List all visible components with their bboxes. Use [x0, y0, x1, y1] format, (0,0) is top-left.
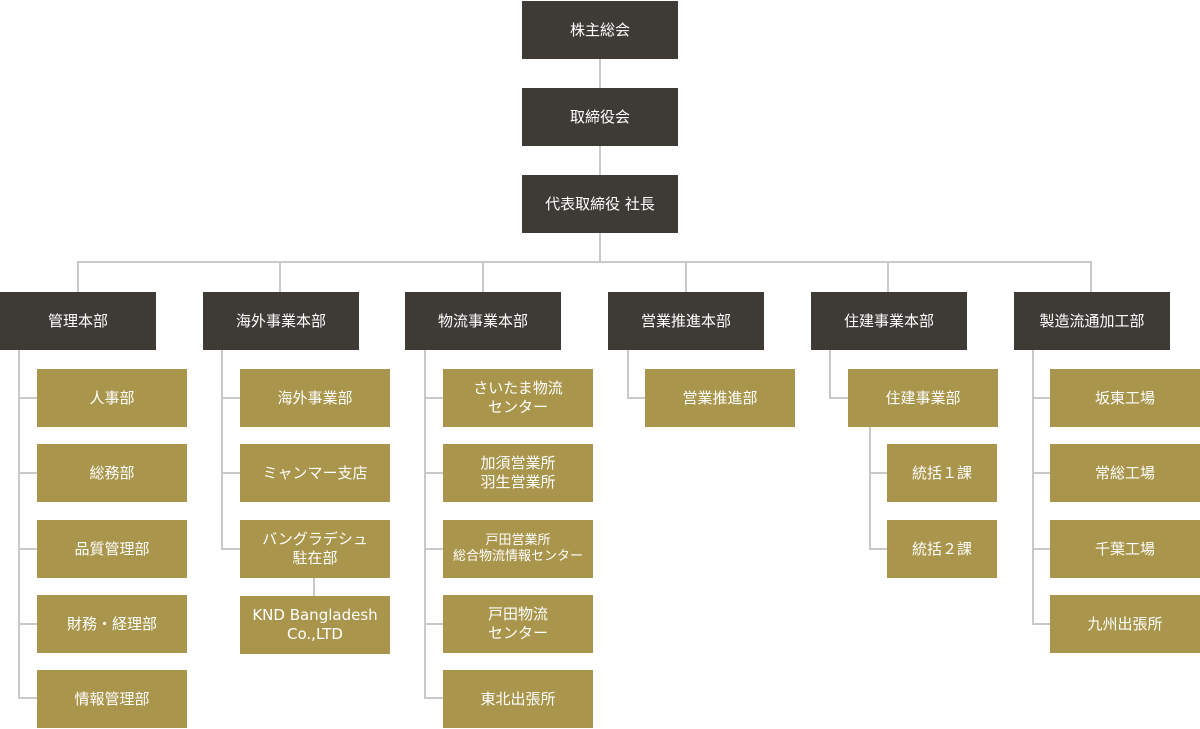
unit-saitama-logistics-center: さいたま物流 センター [443, 369, 593, 427]
unit-quality-control: 品質管理部 [37, 520, 187, 578]
node-president: 代表取締役 社長 [522, 175, 678, 233]
connector-spine-4 [829, 349, 831, 399]
connector-division-drop-4 [887, 261, 889, 292]
connector-branch [1032, 397, 1050, 399]
connector-division-drop-2 [482, 261, 484, 292]
connector-branch [424, 397, 443, 399]
division-logistics: 物流事業本部 [405, 292, 561, 350]
connector-branch [829, 397, 848, 399]
connector-branch [221, 397, 240, 399]
connector-branch [18, 397, 37, 399]
connector-spine-0 [18, 349, 20, 698]
unit-knd-bangladesh: KND Bangladesh Co.,LTD [240, 596, 390, 654]
unit-overseas-business: 海外事業部 [240, 369, 390, 427]
unit-kazo-hanyu-office: 加須営業所 羽生営業所 [443, 444, 593, 502]
connector-branch [424, 472, 443, 474]
unit-tohoku-office: 東北出張所 [443, 670, 593, 728]
connector-branch [1032, 472, 1050, 474]
unit-finance-accounting: 財務・経理部 [37, 595, 187, 653]
connector-branch [424, 623, 443, 625]
unit-section-2: 統括２課 [887, 520, 997, 578]
division-sales-promotion: 営業推進本部 [608, 292, 764, 350]
unit-myanmar-branch: ミャンマー支店 [240, 444, 390, 502]
connector-spine-1 [221, 349, 223, 549]
connector-sub-drop [313, 578, 315, 596]
unit-joso-factory: 常総工場 [1050, 444, 1200, 502]
connector-branch [221, 548, 240, 550]
unit-toda-office: 戸田営業所 総合物流情報センター [443, 520, 593, 578]
connector-top-2 [599, 146, 601, 175]
connector-branch [18, 472, 37, 474]
connector-spine-2 [424, 349, 426, 698]
division-manufacturing: 製造流通加工部 [1014, 292, 1170, 350]
unit-chiba-factory: 千葉工場 [1050, 520, 1200, 578]
connector-division-drop-0 [77, 261, 79, 292]
connector-top-1 [599, 59, 601, 88]
connector-top-3 [599, 233, 601, 262]
connector-branch [1032, 548, 1050, 550]
connector-division-drop-3 [685, 261, 687, 292]
unit-bando-factory: 坂東工場 [1050, 369, 1200, 427]
connector-division-drop-1 [279, 261, 281, 292]
connector-sub-branch [869, 548, 887, 550]
connector-branch [1032, 623, 1050, 625]
division-overseas: 海外事業本部 [203, 292, 359, 350]
unit-general-affairs: 総務部 [37, 444, 187, 502]
unit-sales-promotion: 営業推進部 [645, 369, 795, 427]
connector-branch [424, 697, 443, 699]
node-board-of-directors: 取締役会 [522, 88, 678, 146]
connector-sub-spine [869, 426, 871, 549]
connector-branch [424, 548, 443, 550]
connector-branch [18, 548, 37, 550]
unit-toda-logistics-center: 戸田物流 センター [443, 595, 593, 653]
division-housing: 住建事業本部 [811, 292, 967, 350]
unit-hr: 人事部 [37, 369, 187, 427]
connector-branch [221, 472, 240, 474]
unit-info-management: 情報管理部 [37, 670, 187, 728]
unit-kyushu-office: 九州出張所 [1050, 595, 1200, 653]
unit-housing-business: 住建事業部 [848, 369, 998, 427]
division-management: 管理本部 [0, 292, 156, 350]
unit-bangladesh-office: バングラデシュ 駐在部 [240, 520, 390, 578]
connector-branch [18, 623, 37, 625]
connector-spine-3 [627, 349, 629, 399]
connector-division-bar [77, 261, 1092, 263]
connector-sub-branch [869, 472, 887, 474]
unit-section-1: 統括１課 [887, 444, 997, 502]
connector-branch [18, 697, 37, 699]
node-shareholders-meeting: 株主総会 [522, 1, 678, 59]
connector-spine-5 [1032, 349, 1034, 625]
connector-branch [627, 397, 645, 399]
connector-division-drop-5 [1090, 261, 1092, 292]
